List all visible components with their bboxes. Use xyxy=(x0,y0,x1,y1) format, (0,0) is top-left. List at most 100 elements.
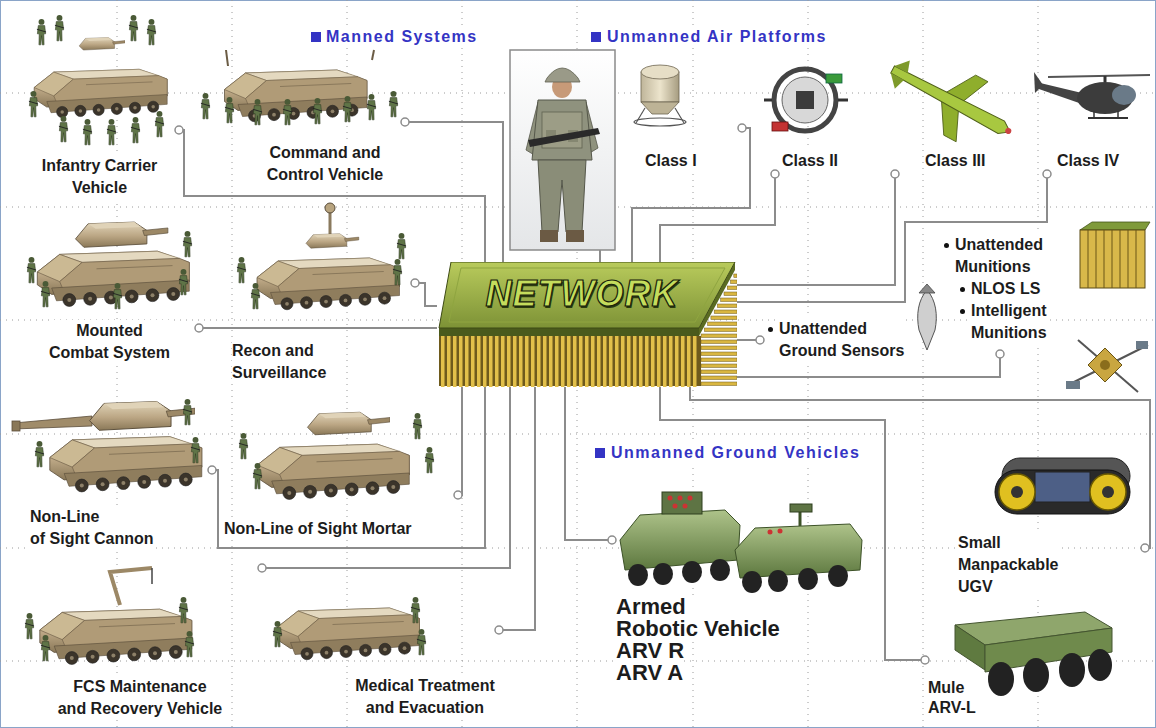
label-block: Non-Line of Sight Cannon xyxy=(30,506,200,550)
chip-pin xyxy=(693,336,697,387)
munition-cells-picture xyxy=(1088,230,1089,288)
command-and-control-vehicle-picture xyxy=(367,94,376,120)
infantry-carrier-vehicle-picture xyxy=(29,15,167,145)
mule-picture xyxy=(955,612,1112,696)
chip-top xyxy=(449,268,725,322)
network-link xyxy=(458,387,462,495)
armed-robotic-vehicle-picture xyxy=(678,496,683,501)
mounted-combat-system-picture xyxy=(41,281,50,307)
recon-and-surveillance-picture xyxy=(237,257,246,283)
connector-dot xyxy=(891,170,899,178)
armed-robotic-vehicle-picture xyxy=(683,504,688,509)
connector-dot xyxy=(411,279,419,287)
small-ugv-picture xyxy=(995,458,1130,514)
section-heading: Unmanned Air Platforms xyxy=(607,27,827,47)
chip-pin xyxy=(519,336,523,387)
munition-cells-picture xyxy=(1096,230,1097,288)
chip-pin xyxy=(687,336,691,387)
chip-edge xyxy=(439,328,699,336)
system-label: Intelligent Munitions xyxy=(971,300,1047,344)
chip-pin xyxy=(701,382,737,386)
network-label: NETWORK xyxy=(486,274,679,314)
system-node: MuleARV-L xyxy=(925,600,1125,722)
infantry-carrier-vehicle-picture xyxy=(147,19,156,45)
system-label: Command and Control Vehicle xyxy=(267,142,383,186)
intelligent-munition-picture xyxy=(1088,348,1122,382)
system-label: Small Manpackable UGV xyxy=(958,532,1058,598)
class-one-uav-picture xyxy=(675,108,684,123)
small-ugv-picture xyxy=(995,470,1130,514)
infantry-carrier-vehicle-picture xyxy=(131,117,140,143)
text-row: Command and Control Vehicle xyxy=(248,142,402,186)
small-ugv-picture xyxy=(1035,472,1090,502)
connector-dot xyxy=(1141,544,1149,552)
munition-bomb-picture xyxy=(918,290,937,350)
class-one-uav-picture xyxy=(641,65,679,79)
class-three-uav-picture xyxy=(894,55,913,73)
small-ugv-picture xyxy=(999,474,1035,510)
text-row: Medical Treatment and Evacuation xyxy=(353,675,497,719)
mule-picture xyxy=(955,625,985,670)
non-line-of-sight-cannon-picture xyxy=(14,416,92,429)
connector-group xyxy=(737,336,764,344)
connector-group xyxy=(495,387,535,634)
chip-pin xyxy=(714,310,737,314)
armed-robotic-vehicle-picture xyxy=(620,492,862,593)
system-node: Unattended Ground Sensors xyxy=(760,318,932,370)
system-node: Non-Line of Sight Mortar xyxy=(224,390,458,542)
class-two-uav-picture xyxy=(782,77,828,123)
chip-pin xyxy=(513,336,517,387)
maintenance-recovery-vehicle-picture xyxy=(41,635,50,661)
text-row: FCS Maintenance and Recovery Vehicle xyxy=(20,676,260,720)
connector-dot xyxy=(921,656,929,664)
command-and-control-vehicle-picture xyxy=(225,70,368,122)
section-heading-box: Unmanned Ground Vehicles xyxy=(611,443,860,463)
mounted-combat-system-picture xyxy=(37,251,189,306)
infantry-carrier-vehicle-picture xyxy=(37,19,46,45)
connector-group xyxy=(737,170,1051,302)
system-node: Class IV xyxy=(1025,45,1153,174)
soldier-picture xyxy=(510,50,615,250)
class-two-uav-picture xyxy=(772,122,788,131)
armed-robotic-vehicle-picture xyxy=(682,561,702,583)
system-node: Class I xyxy=(630,55,742,175)
armed-robotic-vehicle-picture xyxy=(790,504,812,512)
mounted-combat-system-picture xyxy=(113,283,122,309)
munition-cells-picture xyxy=(1112,230,1113,288)
maintenance-recovery-vehicle-picture xyxy=(25,613,34,639)
class-one-uav-picture xyxy=(634,65,686,126)
system-label: Unattended Ground Sensors xyxy=(779,318,904,362)
label-block: Non-Line of Sight Mortar xyxy=(224,518,456,540)
chip-pin xyxy=(704,328,737,332)
chip-pin xyxy=(727,286,737,290)
soldier-picture xyxy=(510,50,615,262)
non-line-of-sight-cannon-picture xyxy=(12,421,20,431)
system-label: Mounted Combat System xyxy=(49,320,170,364)
connector-group xyxy=(690,387,1150,552)
recon-and-surveillance-picture xyxy=(257,258,400,310)
system-node: Unattended MunitionsNLOS LSIntelligent M… xyxy=(940,234,1085,354)
network-link xyxy=(212,387,485,548)
mule-picture xyxy=(1088,649,1112,681)
non-line-of-sight-cannon-picture xyxy=(191,437,200,463)
label-block: Small Manpackable UGV xyxy=(958,532,1108,598)
non-line-of-sight-mortar-picture xyxy=(413,413,422,439)
system-label: Unattended Munitions xyxy=(955,234,1043,278)
chip-pin xyxy=(657,336,661,387)
munition-cells-picture xyxy=(1080,222,1150,230)
text-row: Unattended Munitions xyxy=(944,234,1079,278)
command-and-control-vehicle-picture xyxy=(253,99,262,125)
class-one-uav-picture xyxy=(634,118,686,126)
armed-robotic-vehicle-picture xyxy=(742,571,762,593)
maintenance-recovery-vehicle-picture xyxy=(25,568,194,664)
connector-dot xyxy=(175,126,183,134)
label-block: NETWORK xyxy=(457,274,707,314)
system-node: Non-Line of Sight Cannon xyxy=(8,380,212,560)
system-label: Armed Robotic Vehicle xyxy=(616,596,780,640)
soldier-picture xyxy=(538,160,586,232)
command-and-control-vehicle-picture xyxy=(372,50,374,60)
connector-group xyxy=(660,170,779,262)
header-squares xyxy=(595,448,605,458)
infantry-carrier-vehicle-picture xyxy=(155,111,164,137)
command-and-control-vehicle-picture xyxy=(343,96,352,122)
